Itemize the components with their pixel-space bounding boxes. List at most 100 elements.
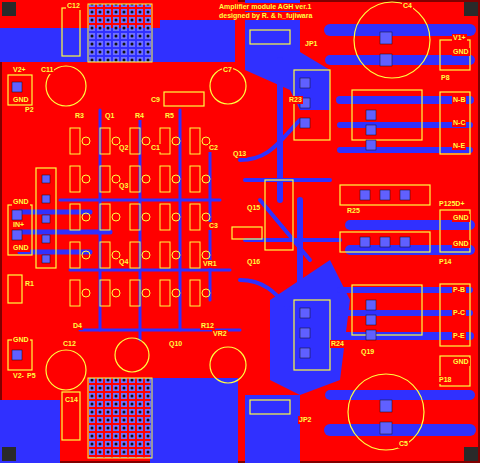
silkscreen-label: JP2 — [298, 416, 312, 424]
silkscreen-label: P-E — [452, 332, 466, 340]
resistor-outline — [190, 242, 200, 268]
transistor-outline — [172, 137, 180, 145]
transistor-outline — [142, 175, 150, 183]
silkscreen-label: GND — [12, 336, 30, 344]
silkscreen-label: Q16 — [246, 258, 261, 266]
silkscreen-label: R5 — [164, 112, 175, 120]
resistor-outline — [160, 166, 170, 192]
transistor-outline — [142, 213, 150, 221]
resistor-outline — [70, 166, 80, 192]
silkscreen-label: Q13 — [232, 150, 247, 158]
silkscreen-label: C1 — [150, 144, 161, 152]
silkscreen-label: C12 — [62, 340, 77, 348]
transistor-outline — [82, 251, 90, 259]
silkscreen-label: C14 — [64, 396, 79, 404]
transistor-outline — [202, 251, 210, 259]
resistor-outline — [100, 166, 110, 192]
resistor-outline — [130, 128, 140, 154]
resistor-outline — [130, 204, 140, 230]
resistor-outline — [130, 280, 140, 306]
silkscreen-label: Q2 — [118, 144, 129, 152]
silkscreen-label: C7 — [222, 66, 233, 74]
transistor-outline — [82, 289, 90, 297]
silkscreen-label: IN+ — [12, 221, 25, 229]
silkscreen-label: P18 — [438, 376, 452, 384]
silkscreen-label: GND — [452, 214, 470, 222]
silkscreen-label: Q10 — [168, 340, 183, 348]
silkscreen-label: C3 — [208, 222, 219, 230]
silkscreen-label: N-E — [452, 142, 466, 150]
resistor-outline — [130, 166, 140, 192]
silkscreen-label: C4 — [402, 2, 413, 10]
transistor-outline — [112, 213, 120, 221]
resistor-outline — [130, 242, 140, 268]
silkscreen-label: V2+ — [12, 66, 27, 74]
silkscreen-label: R4 — [134, 112, 145, 120]
transistor-outline — [142, 251, 150, 259]
silkscreen-label: N-B — [452, 96, 466, 104]
transistor-outline — [142, 289, 150, 297]
silkscreen-label: R24 — [330, 340, 345, 348]
silkscreen-label: R23 — [288, 96, 303, 104]
silkscreen-label: Q3 — [118, 182, 129, 190]
resistor-outline — [190, 128, 200, 154]
silkscreen-label: R1 — [24, 280, 35, 288]
silkscreen-label: P125D+ — [438, 200, 466, 208]
silkscreen-label: R3 — [74, 112, 85, 120]
transistor-outline — [172, 175, 180, 183]
resistor-outline — [160, 242, 170, 268]
silkscreen-label: JP1 — [304, 40, 318, 48]
silkscreen-label: V2- — [12, 372, 25, 380]
transistor-outline — [112, 289, 120, 297]
silkscreen-label: Q19 — [360, 348, 375, 356]
silkscreen-label: R12 — [200, 322, 215, 330]
transistor-outline — [82, 213, 90, 221]
resistor-outline — [70, 242, 80, 268]
silkscreen-label: GND — [452, 240, 470, 248]
silkscreen-label: designed by R. & h_fujiwara — [218, 12, 313, 20]
silkscreen-label: V1+ — [452, 34, 467, 42]
silkscreen-label: P14 — [438, 258, 452, 266]
silkscreen-label: Q15 — [246, 204, 261, 212]
silkscreen-label: GND — [12, 198, 30, 206]
silkscreen-label: GND — [452, 48, 470, 56]
transistor-outline — [82, 137, 90, 145]
transistor-outline — [82, 175, 90, 183]
resistor-outline — [190, 166, 200, 192]
silkscreen-label: P8 — [440, 74, 451, 82]
silkscreen-label: D4 — [72, 322, 83, 330]
resistor-outline — [100, 204, 110, 230]
transistor-outline — [202, 175, 210, 183]
silkscreen-label: GND — [12, 96, 30, 104]
silkscreen-label: Q4 — [118, 258, 129, 266]
silkscreen-label: VR1 — [202, 260, 218, 268]
silkscreen-label: P-C — [452, 309, 466, 317]
resistor-outline — [100, 242, 110, 268]
silkscreen-label: GND — [12, 244, 30, 252]
silkscreen-label: P2 — [24, 106, 35, 114]
transistor-outline — [172, 289, 180, 297]
resistor-outline — [100, 280, 110, 306]
resistor-outline — [190, 280, 200, 306]
silkscreen-label: C12 — [66, 2, 81, 10]
resistor-outline — [160, 128, 170, 154]
transistor-outline — [172, 213, 180, 221]
transistor-outline — [142, 137, 150, 145]
silkscreen-label: Q1 — [104, 112, 115, 120]
silkscreen-label: C2 — [208, 144, 219, 152]
resistor-outline — [70, 204, 80, 230]
resistor-outline — [190, 204, 200, 230]
silkscreen-label: R25 — [346, 207, 361, 215]
silkscreen-label: C11 — [40, 66, 54, 74]
resistor-outline — [100, 128, 110, 154]
silkscreen-label: C5 — [398, 440, 409, 448]
resistor-outline — [70, 280, 80, 306]
resistor-outline — [160, 204, 170, 230]
resistor-outline — [70, 128, 80, 154]
silkscreen-label: C9 — [150, 96, 161, 104]
silkscreen-label: N-C — [452, 119, 466, 127]
board-title: Amplifier module AGH ver.1 — [218, 3, 312, 11]
transistor-outline — [202, 289, 210, 297]
